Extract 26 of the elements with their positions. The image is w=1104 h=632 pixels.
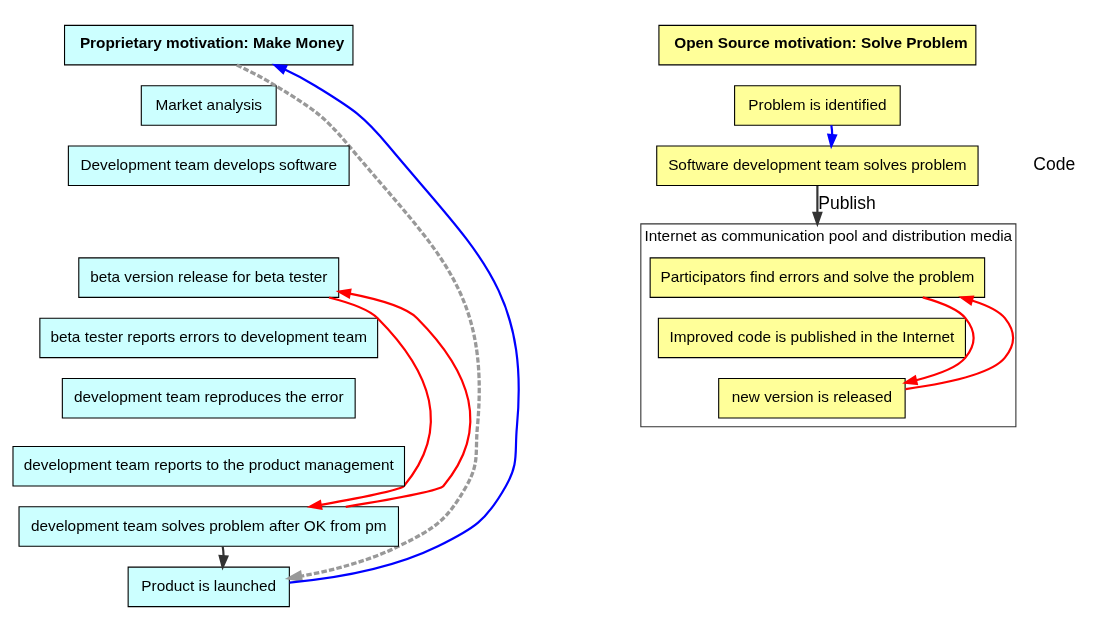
- node-box: Product is launched: [127, 566, 290, 608]
- node-box: Problem is identified: [734, 85, 901, 126]
- arrow: [812, 185, 823, 228]
- node-box: development team solves problem after OK from pm: [18, 506, 400, 547]
- arrow: [306, 296, 432, 510]
- node-box: Proprietary motivation: Make Money: [64, 24, 354, 66]
- node-box: beta version release for beta tester: [78, 257, 340, 298]
- node-box: new version is released: [718, 377, 906, 419]
- node-box: Software development team solves problem: [656, 145, 979, 187]
- node-box: beta tester reports errors to development team: [39, 317, 379, 359]
- node-box: development team reproduces the error: [61, 377, 356, 419]
- arrow: [218, 546, 229, 571]
- node-box: development team reports to the product management: [12, 445, 406, 487]
- node-box: Open Source motivation: Solve Problem: [658, 24, 977, 66]
- arrow: [236, 63, 481, 583]
- arrow: [271, 63, 520, 584]
- label: Code: [1033, 153, 1076, 174]
- arrow: [335, 288, 472, 508]
- node-box: Market analysis: [140, 85, 277, 126]
- node-box: Participators find errors and solve the problem: [649, 257, 986, 298]
- arrow: [826, 125, 838, 150]
- arrow: [905, 295, 1015, 391]
- node-box: Improved code is published in the Internet: [657, 317, 966, 359]
- node-box: Development team develops software: [67, 145, 350, 187]
- arrow: [902, 296, 975, 386]
- edge-label: Publish: [818, 193, 876, 214]
